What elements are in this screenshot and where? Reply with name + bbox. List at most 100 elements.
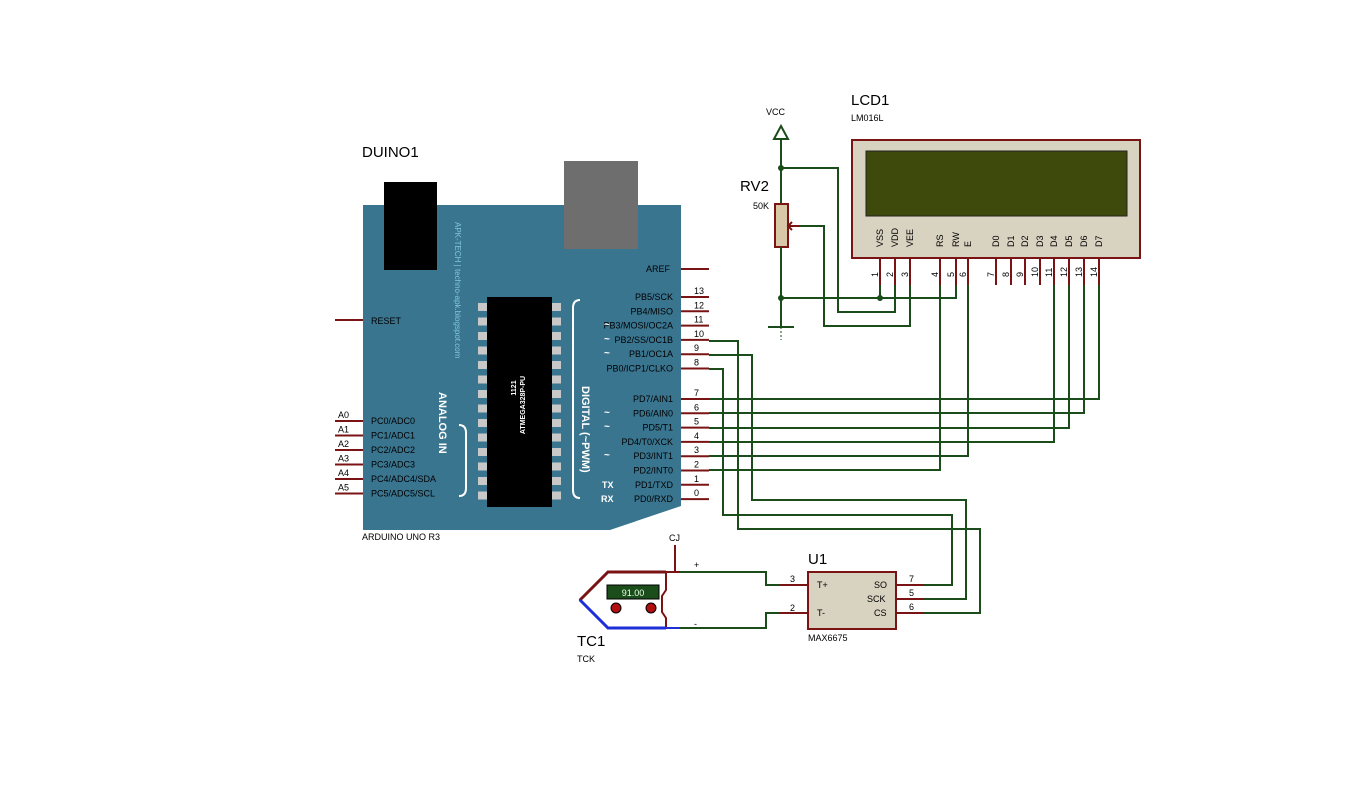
vcc-terminal[interactable]: VCC xyxy=(766,107,790,204)
lcd-pin-name: D4 xyxy=(1049,235,1059,247)
analog-pin-label: PC4/ADC4/SDA xyxy=(371,474,436,484)
lcd-module[interactable]: LCD1 LM016L VSS1VDD2VEE3RS4RW5E6D07D18D2… xyxy=(851,92,1141,285)
digital-bracket xyxy=(572,299,581,499)
pwm-tilde-mark: ~ xyxy=(604,450,610,461)
cj-label: CJ xyxy=(669,533,680,543)
arduino-board[interactable]: DUINO1 1121 ATMEGA328P-PU APK-TECH | tec… xyxy=(335,144,709,542)
max6675-pin-tplus-name: T+ xyxy=(817,580,828,590)
tc-minus-label: - xyxy=(694,619,697,629)
digital-pin-number: 1 xyxy=(694,474,699,484)
pwm-tilde-mark: ~ xyxy=(604,334,610,345)
lcd-pin-number: 10 xyxy=(1030,267,1040,277)
digital-pwm-label: DIGITAL (~PWM) xyxy=(579,386,591,473)
digital-pin-number: 2 xyxy=(694,460,699,470)
analog-in-label: ANALOG IN xyxy=(436,392,448,454)
lcd-pin-number: 14 xyxy=(1089,267,1099,277)
temperature-reading: 91.00 xyxy=(622,588,645,598)
chip-pin xyxy=(552,375,561,384)
analog-pin-label: PC5/ADC5/SCL xyxy=(371,489,435,499)
chip-pin xyxy=(552,317,561,326)
lcd-pin-name: D5 xyxy=(1064,235,1074,247)
max6675-pin-cs-name: CS xyxy=(874,608,887,618)
chip-pin xyxy=(478,375,487,384)
potentiometer[interactable]: RV2 50K xyxy=(740,178,800,327)
tc-ref-label: TC1 xyxy=(577,633,605,650)
chip-pin xyxy=(552,404,561,413)
watermark-text: APK-TECH | techno-apk.blogspot.com xyxy=(453,222,462,359)
lcd-pin-name: D7 xyxy=(1094,235,1104,247)
chip-pin xyxy=(478,462,487,471)
pot-value-label: 50K xyxy=(753,201,769,211)
max6675-chip[interactable]: U1 MAX6675 T+ T- 3 2 SO SCK CS 7 5 6 xyxy=(780,551,924,643)
pwm-tilde-mark: ~ xyxy=(604,348,610,359)
max6675-pin-so-name: SO xyxy=(874,580,887,590)
tx-label: TX xyxy=(602,480,614,490)
pot-ref-label: RV2 xyxy=(740,178,769,195)
max6675-pin-cs-num: 6 xyxy=(909,602,914,612)
chip-label-line1: 1121 xyxy=(511,380,518,395)
junction-dot xyxy=(778,165,784,171)
increase-button-icon[interactable] xyxy=(645,602,657,614)
lcd-screen xyxy=(865,150,1128,217)
chip-pin xyxy=(552,477,561,485)
max6675-model-label: MAX6675 xyxy=(808,633,848,643)
digital-pin-label: PD1/TXD xyxy=(635,480,674,490)
wire-d5 xyxy=(709,285,1070,429)
chip-pin xyxy=(478,477,487,485)
ground-symbol xyxy=(768,326,794,340)
pot-body xyxy=(774,203,789,248)
digital-pin-label: PB0/ICP1/CLKO xyxy=(606,364,673,374)
pwm-tilde-mark: ~ xyxy=(604,407,610,418)
digital-pin-number: 11 xyxy=(694,315,703,325)
lcd-pin-number: 9 xyxy=(1015,272,1025,277)
lcd-pin-number: 7 xyxy=(986,272,996,277)
max6675-pin-tminus-num: 2 xyxy=(790,603,795,613)
usb-connector-front xyxy=(564,205,638,249)
lcd-pin-number: 6 xyxy=(958,272,968,277)
digital-pin-number: 6 xyxy=(694,402,699,412)
chip-pin xyxy=(552,419,561,427)
lcd-pin-name: RS xyxy=(935,234,945,247)
chip-pin xyxy=(552,462,561,471)
arduino-model-label: ARDUINO UNO R3 xyxy=(362,532,440,542)
reset-label: RESET xyxy=(371,316,402,326)
digital-pin-label: PD7/AIN1 xyxy=(633,394,673,404)
digital-pin-number: 10 xyxy=(694,329,704,339)
digital-pin-number: 0 xyxy=(694,488,699,498)
digital-pin-label: PD0/RXD xyxy=(634,494,674,504)
thermocouple-wire-minus xyxy=(578,598,666,630)
analog-bracket xyxy=(458,424,467,497)
wire-d4 xyxy=(709,285,1055,443)
lcd-pin-name: VEE xyxy=(905,229,915,247)
analog-pin-number: A2 xyxy=(338,439,349,449)
lcd-pin-name: D1 xyxy=(1006,235,1016,247)
wire-tplus xyxy=(680,571,780,586)
chip-pin xyxy=(478,419,487,427)
chip-pin xyxy=(552,303,561,311)
arduino-ref-label: DUINO1 xyxy=(362,144,419,161)
digital-pin-label: PD5/T1 xyxy=(642,423,673,433)
analog-pin-number: A0 xyxy=(338,410,349,420)
digital-pin-number: 5 xyxy=(694,417,699,427)
chip-pin xyxy=(552,491,561,500)
chip-pin xyxy=(552,332,561,340)
wire-e xyxy=(709,285,969,457)
lcd-pin-name: D6 xyxy=(1079,235,1089,247)
lcd-ref-label: LCD1 xyxy=(851,92,889,109)
analog-pin-label: PC3/ADC3 xyxy=(371,460,415,470)
max6675-body xyxy=(807,571,897,630)
thermocouple[interactable]: CJ 91.00 + - TC1 TCK xyxy=(577,533,699,664)
digital-pin-number: 7 xyxy=(694,388,699,398)
wire-network xyxy=(680,165,1100,629)
digital-pin-label: PD3/INT1 xyxy=(633,451,673,461)
tc-plus-label: + xyxy=(694,560,699,570)
thermocouple-wire-plus xyxy=(578,570,666,602)
chip-pin xyxy=(478,448,487,456)
pwm-tilde-mark: ~ xyxy=(604,320,610,331)
decrease-button-icon[interactable] xyxy=(610,602,622,614)
chip-pin-rows xyxy=(478,303,561,500)
digital-pin-label: PB3/MOSI/OC2A xyxy=(603,321,673,331)
lcd-pin-number: 4 xyxy=(930,272,940,277)
tc-type-label: TCK xyxy=(577,654,595,664)
wire-so xyxy=(709,368,953,586)
